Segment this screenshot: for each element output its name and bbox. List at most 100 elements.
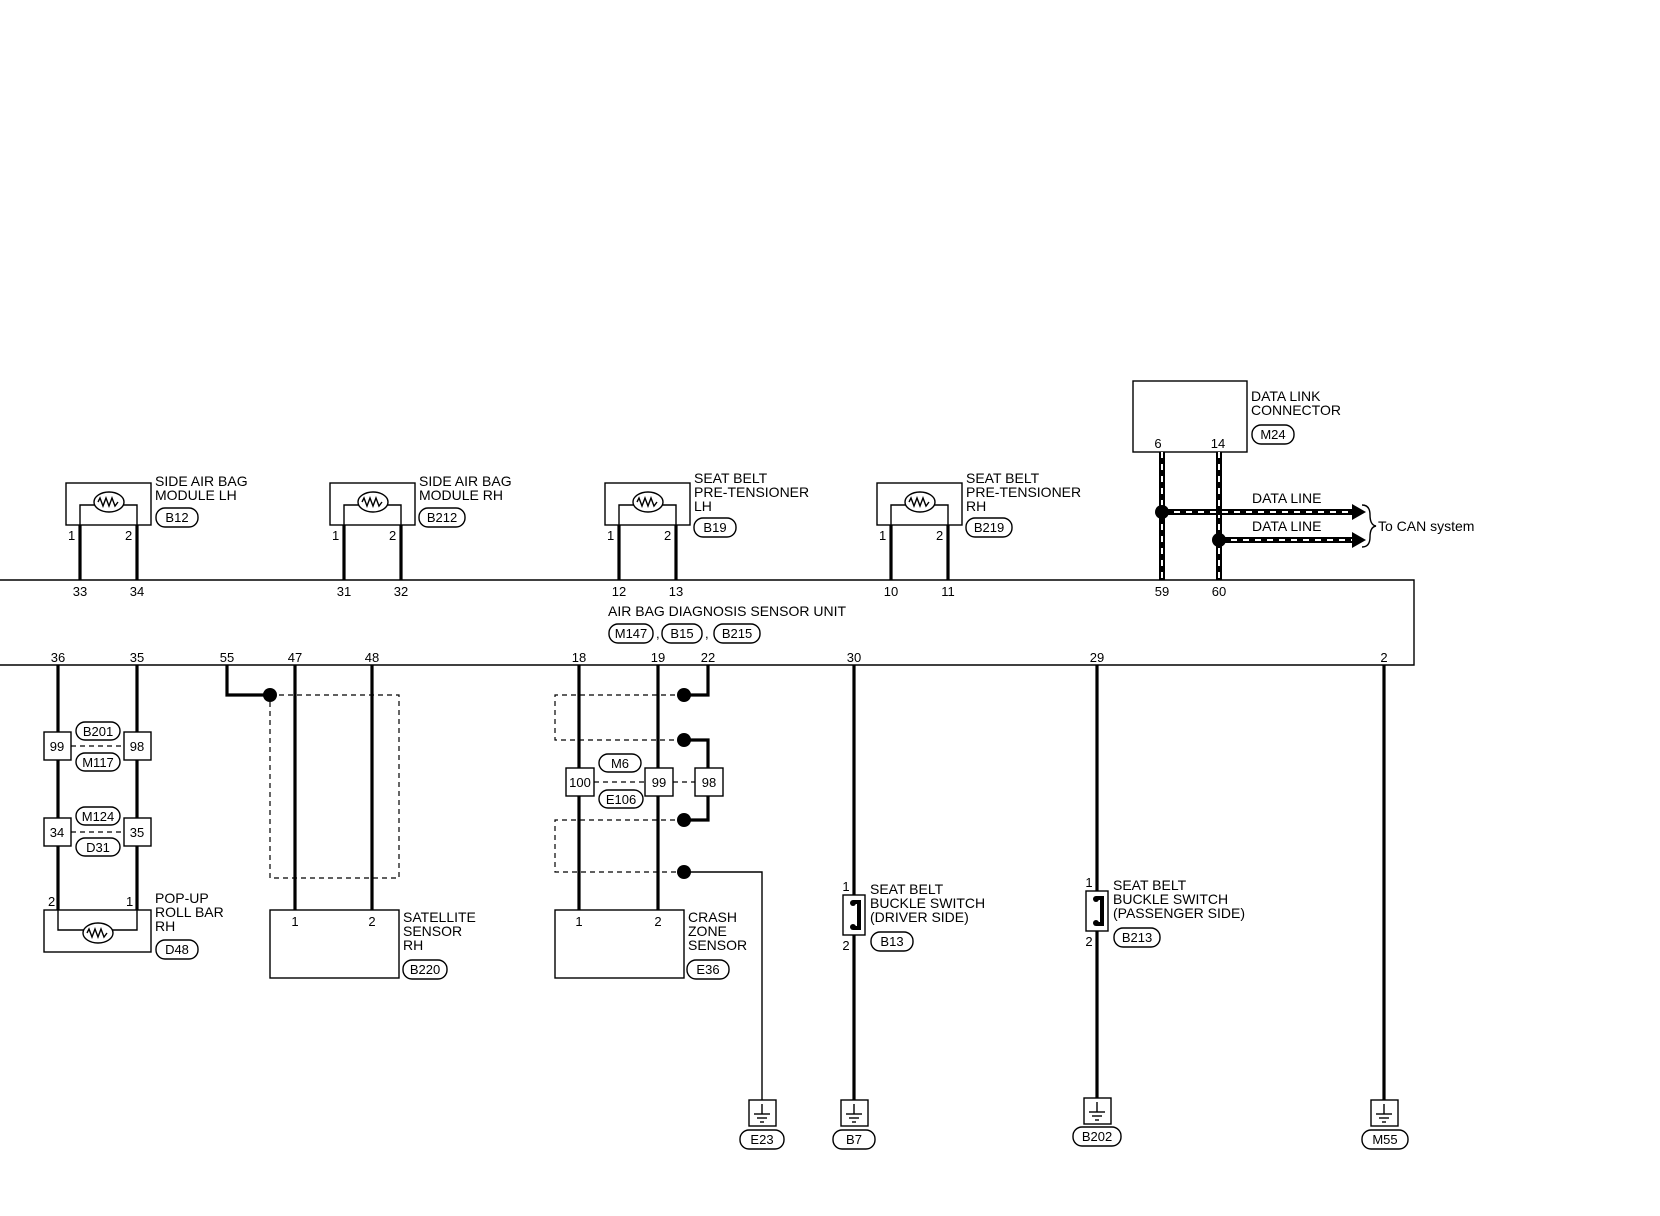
can-system-label: To CAN system [1378,518,1474,534]
pretensioner-rh-connector: B219 [974,520,1004,535]
unit-pin-label: 10 [884,584,898,599]
buckle-driver-connector: B13 [880,934,903,949]
pin-label: 1 [1085,875,1092,890]
pin-label: 2 [664,528,671,543]
switch-icon [853,900,861,930]
pin-label: 1 [332,528,339,543]
satellite-line1: SATELLITE [403,909,476,925]
side-airbag-rh-line1: SIDE AIR BAG [419,473,512,489]
data-link-connector: DATA LINK CONNECTOR M24 6 14 DATA LINE D… [1132,380,1474,599]
unit-pin-label: 55 [220,650,234,665]
crash-zone-connector: E36 [696,962,719,977]
switch-icon [1096,896,1104,926]
data-line-label: DATA LINE [1252,518,1322,534]
squib-icon [86,927,108,939]
squib-icon [908,496,930,508]
satellite-line2: SENSOR [403,923,462,939]
ground-label: M55 [1372,1132,1397,1147]
pretensioner-rh-line3: RH [966,498,986,514]
pin-label: 1 [291,914,298,929]
unit-pin-label: 35 [130,650,144,665]
unit-pin-label: 18 [572,650,586,665]
unit-pin-label: 36 [51,650,65,665]
brace-icon [1361,504,1377,548]
unit-pin-label: 29 [1090,650,1104,665]
air-bag-diagnosis-sensor-unit: AIR BAG DIAGNOSIS SENSOR UNIT M147 , B15… [0,579,1415,666]
ground-label: B202 [1082,1129,1112,1144]
unit-pin-label: 31 [337,584,351,599]
buckle-passenger-line3: (PASSENGER SIDE) [1113,905,1245,921]
ground-e23: E23 [739,1099,785,1150]
side-airbag-module-lh: SIDE AIR BAG MODULE LH B12 1 2 33 34 [65,473,248,599]
pin-label: 1 [879,528,886,543]
pin-label: 2 [936,528,943,543]
pin-label: 2 [48,894,55,909]
junction-pin: 99 [50,739,64,754]
unit-pin-label: 59 [1155,584,1169,599]
ground-label: B7 [846,1132,862,1147]
crash-zone-line1: CRASH [688,909,737,925]
junction-connector: M117 [82,755,114,770]
popup-rollbar-line3: RH [155,918,175,934]
satellite-line3: RH [403,937,423,953]
junction-pin: 34 [50,825,64,840]
unit-pin-label: 32 [394,584,408,599]
unit-connector-2: B15 [670,626,693,641]
unit-separator-2: , [705,626,709,641]
pin-label: 2 [368,914,375,929]
popup-rollbar-connector: D48 [165,942,189,957]
pin-label: 1 [842,879,849,894]
pin-label: 14 [1211,436,1225,451]
unit-pin-label: 19 [651,650,665,665]
junction-connector: E106 [606,792,636,807]
pretensioner-lh-line1: SEAT BELT [694,470,768,486]
squib-icon [361,496,383,508]
unit-separator-1: , [656,626,660,641]
pretensioner-lh-line2: PRE-TENSIONER [694,484,809,500]
buckle-passenger-connector: B213 [1122,930,1152,945]
seat-belt-pretensioner-lh: SEAT BELT PRE-TENSIONER LH B19 1 2 12 13 [604,470,809,599]
pin-label: 1 [126,894,133,909]
ground-label: E23 [750,1132,773,1147]
buckle-driver-line1: SEAT BELT [870,881,944,897]
dlc-line1: DATA LINK [1251,388,1321,404]
pin-label: 1 [607,528,614,543]
unit-name: AIR BAG DIAGNOSIS SENSOR UNIT [608,603,846,619]
pretensioner-rh-line1: SEAT BELT [966,470,1040,486]
crash-zone-line3: SENSOR [688,937,747,953]
buckle-switch-driver: 1 2 SEAT BELT BUCKLE SWITCH (DRIVER SIDE… [842,665,985,1100]
pin-label: 6 [1154,436,1161,451]
pin-label: 2 [842,938,849,953]
unit-connector-1: M147 [615,626,648,641]
seat-belt-pretensioner-rh: SEAT BELT PRE-TENSIONER RH B219 1 2 10 1… [876,470,1081,599]
satellite-sensor-circuit: 1 2 SATELLITE SENSOR RH B220 [225,665,476,980]
pretensioner-lh-connector: B19 [703,520,726,535]
junction-pin: 100 [569,775,591,790]
unit-connector-3: B215 [722,626,752,641]
data-line-label: DATA LINE [1252,490,1322,506]
pin-label: 2 [125,528,132,543]
side-airbag-module-rh: SIDE AIR BAG MODULE RH B212 1 2 31 32 [329,473,512,599]
side-airbag-lh-line2: MODULE LH [155,487,237,503]
pin-label: 2 [654,914,661,929]
unit-pin-label: 2 [1380,650,1387,665]
unit-pin-label: 47 [288,650,302,665]
junction-pin: 99 [652,775,666,790]
squib-icon [97,496,119,508]
pin-label: 1 [575,914,582,929]
junction-connector: D31 [86,840,110,855]
squib-icon [636,496,658,508]
unit-pin-label: 33 [73,584,87,599]
junction-pin: 98 [702,775,716,790]
popup-rollbar-circuit: 99 98 B201 M117 34 35 M124 D31 2 1 POP-U… [43,665,224,960]
popup-rollbar-line1: POP-UP [155,890,209,906]
ground-b202: B202 [1072,1097,1122,1147]
dlc-line2: CONNECTOR [1251,402,1341,418]
junction-connector: M6 [611,756,629,771]
pretensioner-rh-line2: PRE-TENSIONER [966,484,1081,500]
dlc-connector: M24 [1260,427,1285,442]
unit-bottom-pins: 36 35 55 47 48 18 19 22 30 29 2 [51,650,1388,665]
junction-pin: 35 [130,825,144,840]
side-airbag-lh-connector: B12 [165,510,188,525]
